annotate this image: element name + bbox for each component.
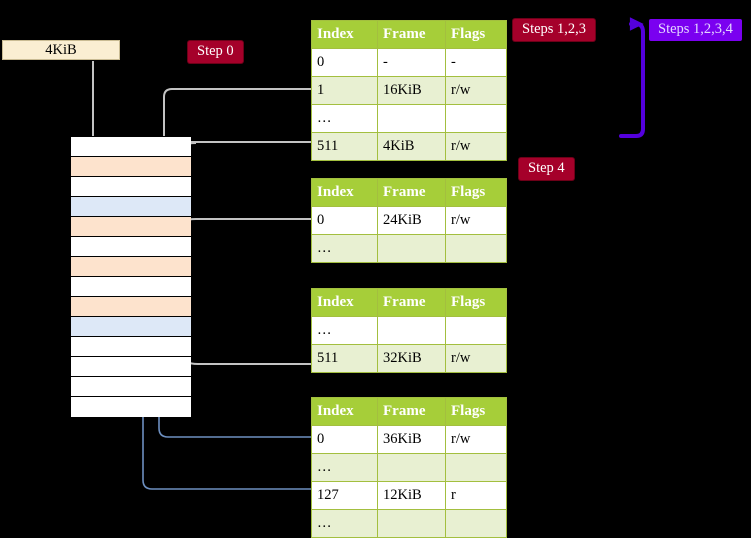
column-header-index: Index	[311, 288, 378, 317]
memory-frame-row	[71, 357, 191, 377]
column-header-frame: Frame	[377, 288, 446, 317]
table-cell: …	[311, 453, 378, 482]
memory-frame-row	[71, 137, 191, 157]
table-cell: -	[377, 48, 446, 77]
wire-pdpt-row0-to-memory	[179, 218, 311, 254]
table-row: …	[311, 234, 507, 263]
table-cell: 16KiB	[377, 76, 446, 105]
memory-frame-row	[71, 277, 191, 297]
table-cell: 0	[311, 48, 378, 77]
memory-frame-row	[71, 257, 191, 277]
table-cell: …	[311, 104, 378, 133]
table-cell: 4KiB	[377, 132, 446, 161]
table-cell	[445, 104, 507, 133]
table-cell	[377, 453, 446, 482]
badge-step-0: Step 0	[188, 41, 243, 63]
memory-frame-row	[71, 377, 191, 397]
column-header-flags: Flags	[445, 20, 507, 49]
column-header-flags: Flags	[445, 288, 507, 317]
table-cell: 511	[311, 132, 378, 161]
table-cell: 12KiB	[377, 481, 446, 510]
table-row: …	[311, 453, 507, 482]
table-cell	[445, 509, 507, 538]
memory-frame-row	[71, 297, 191, 317]
table-cell: 0	[311, 425, 378, 454]
column-header-frame: Frame	[377, 20, 446, 49]
column-header-frame: Frame	[377, 178, 446, 207]
kib-label-box: 4KiB	[2, 40, 120, 60]
kib-label-text: 4KiB	[45, 41, 77, 58]
column-header-flags: Flags	[445, 178, 507, 207]
column-header-flags: Flags	[445, 397, 507, 426]
memory-frame-row	[71, 317, 191, 337]
column-header-frame: Frame	[377, 397, 446, 426]
table-cell: -	[445, 48, 507, 77]
table-cell: …	[311, 316, 378, 345]
table-cell: r/w	[445, 76, 507, 105]
column-header-index: Index	[311, 178, 378, 207]
table-cell	[377, 509, 446, 538]
table-cell: 32KiB	[377, 344, 446, 373]
table-cell: 1	[311, 76, 378, 105]
table-cell: 0	[311, 206, 378, 235]
badge-steps-1234: Steps 1,2,3,4	[649, 19, 742, 41]
table-row: …	[311, 104, 507, 133]
table-cell: 127	[311, 481, 378, 510]
table-cell: …	[311, 509, 378, 538]
wire-pd-511-to-memory	[176, 314, 311, 365]
table-cell: r	[445, 481, 507, 510]
table-cell: r/w	[445, 425, 507, 454]
memory-frame-row	[71, 397, 191, 417]
memory-frame-row	[71, 157, 191, 177]
table-cell	[377, 104, 446, 133]
memory-frame-row	[71, 237, 191, 257]
table-cell	[445, 453, 507, 482]
memory-frame-row	[71, 177, 191, 197]
memory-frame-row	[71, 337, 191, 357]
table-cell	[377, 316, 446, 345]
table-cell	[445, 316, 507, 345]
table-cell: 24KiB	[377, 206, 446, 235]
table-row: 0--	[311, 48, 507, 77]
table-cell: 511	[311, 344, 378, 373]
badge-steps-123: Steps 1,2,3	[513, 19, 596, 41]
table-cell	[445, 234, 507, 263]
column-header-index: Index	[311, 20, 378, 49]
table-row: …	[311, 316, 507, 345]
memory-frame-row	[71, 217, 191, 237]
table-cell: …	[311, 234, 378, 263]
wire-steps-1234-bracket	[619, 17, 645, 138]
table-cell	[377, 234, 446, 263]
table-cell: r/w	[445, 344, 507, 373]
table-cell: 36KiB	[377, 425, 446, 454]
badge-step-4: Step 4	[519, 158, 574, 180]
table-cell: r/w	[445, 206, 507, 235]
column-header-index: Index	[311, 397, 378, 426]
table-row: …	[311, 509, 507, 538]
table-cell: r/w	[445, 132, 507, 161]
memory-strip	[70, 136, 191, 417]
memory-frame-row	[71, 197, 191, 217]
